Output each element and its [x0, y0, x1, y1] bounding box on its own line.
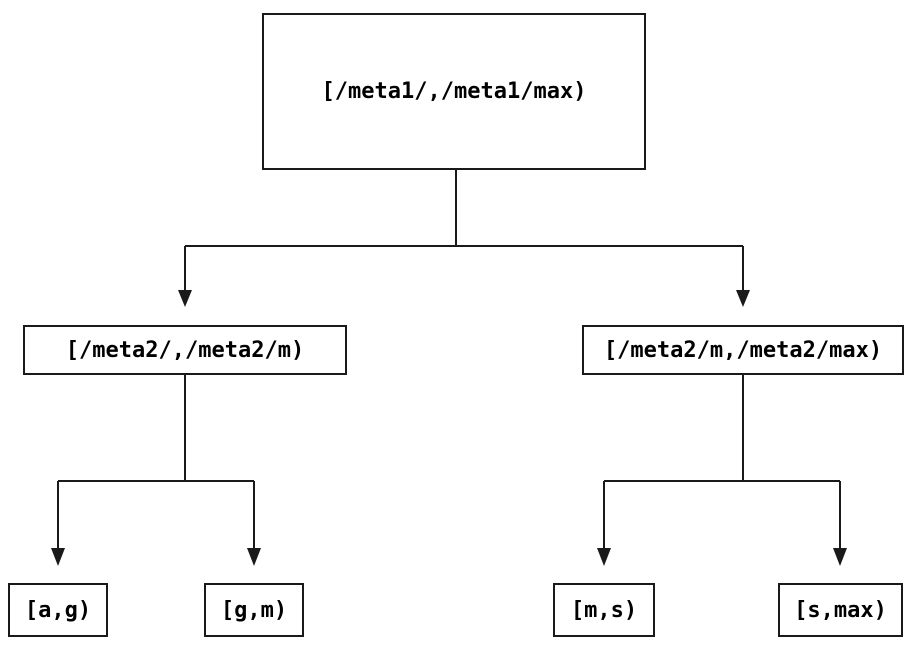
arrowhead-leaf-gm	[247, 548, 261, 566]
arrowhead-right-child	[736, 290, 750, 307]
node-leaf-gm: [g,m)	[204, 583, 304, 637]
node-left-child: [/meta2/,/meta2/m)	[23, 325, 347, 375]
edges-root	[178, 170, 750, 307]
node-leaf-ms: [m,s)	[553, 583, 655, 637]
edges-left-child	[51, 375, 261, 566]
node-root: [/meta1/,/meta1/max)	[262, 13, 646, 170]
arrowhead-leaf-smax	[833, 548, 847, 566]
node-right-child: [/meta2/m,/meta2/max)	[582, 325, 904, 375]
arrowhead-leaf-ms	[597, 548, 611, 566]
edges-right-child	[597, 375, 847, 566]
node-leaf-smax: [s,max)	[778, 583, 903, 637]
arrowhead-left-child	[178, 290, 192, 307]
node-leaf-ag: [a,g)	[8, 583, 108, 637]
arrowhead-leaf-ag	[51, 548, 65, 566]
